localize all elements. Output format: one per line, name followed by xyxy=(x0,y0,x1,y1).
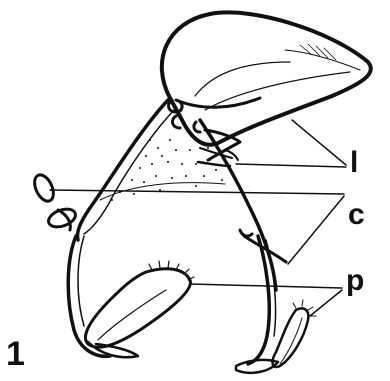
left-arm xyxy=(78,100,176,240)
left-stem xyxy=(68,236,110,356)
right-paddle xyxy=(273,300,316,367)
upper-lobe-structure xyxy=(162,12,371,166)
right-stem xyxy=(236,236,278,373)
left-paddle xyxy=(85,261,194,357)
label-p: p xyxy=(346,266,364,296)
leader-lines-p xyxy=(190,284,342,316)
label-l: l xyxy=(350,148,358,178)
label-c: c xyxy=(348,200,365,230)
left-knob xyxy=(31,172,78,230)
figure-number: 1 xyxy=(6,337,25,371)
